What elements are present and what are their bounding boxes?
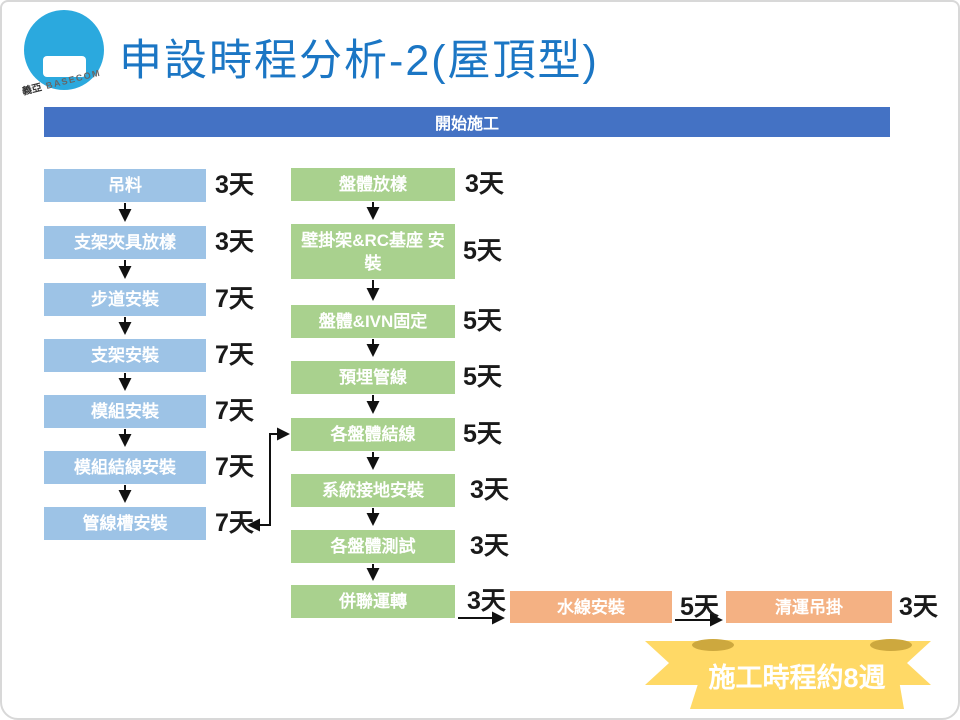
duration-label: 3天: [215, 171, 254, 199]
duration-label: 3天: [467, 587, 506, 615]
start-construction-bar: 開始施工: [44, 107, 890, 137]
duration-label: 3天: [215, 228, 254, 256]
left-flow-box-2: 支架夾具放樣: [44, 226, 206, 259]
duration-label: 7天: [215, 397, 254, 425]
ribbon-banner: [645, 639, 931, 709]
duration-label: 3天: [470, 476, 509, 504]
duration-label: 7天: [215, 341, 254, 369]
left-flow-box-4: 支架安裝: [44, 339, 206, 372]
mid-flow-box-1: 盤體放樣: [291, 168, 455, 201]
mid-flow-box-6: 系統接地安裝: [291, 474, 455, 507]
brand-name-cn: 義亞: [21, 82, 44, 98]
mid-flow-box-3: 盤體&IVN固定: [291, 305, 455, 338]
duration-label: 3天: [899, 593, 938, 621]
tail-flow-box-2: 清運吊掛: [726, 591, 892, 623]
duration-label: 5天: [463, 307, 502, 335]
left-flow-box-5: 模組安裝: [44, 395, 206, 428]
mid-flow-box-5: 各盤體結線: [291, 418, 455, 451]
duration-label: 3天: [465, 170, 504, 198]
banner-label: 施工時程約8週: [708, 663, 886, 693]
mid-flow-box-7: 各盤體測試: [291, 530, 455, 563]
duration-label: 5天: [680, 593, 719, 621]
left-flow-box-3: 步道安裝: [44, 283, 206, 316]
page-title: 申設時程分析-2(屋頂型): [119, 37, 599, 85]
duration-label: 7天: [215, 509, 254, 537]
duration-label: 7天: [215, 285, 254, 313]
left-flow-box-7: 管線槽安裝: [44, 507, 206, 540]
duration-label: 7天: [215, 453, 254, 481]
mid-flow-box-4: 預埋管線: [291, 361, 455, 394]
mid-flow-box-2: 壁掛架&RC基座 安裝: [291, 224, 455, 279]
duration-label: 3天: [470, 532, 509, 560]
duration-label: 5天: [463, 363, 502, 391]
mid-flow-box-8: 併聯運轉: [291, 585, 455, 618]
logo-rectangle-icon: [43, 56, 86, 77]
duration-label: 5天: [463, 237, 502, 265]
left-flow-box-1: 吊料: [44, 169, 206, 202]
company-logo-icon: [24, 10, 104, 90]
left-flow-box-6: 模組結線安裝: [44, 451, 206, 484]
duration-label: 5天: [463, 420, 502, 448]
tail-flow-box-1: 水線安裝: [510, 591, 672, 623]
